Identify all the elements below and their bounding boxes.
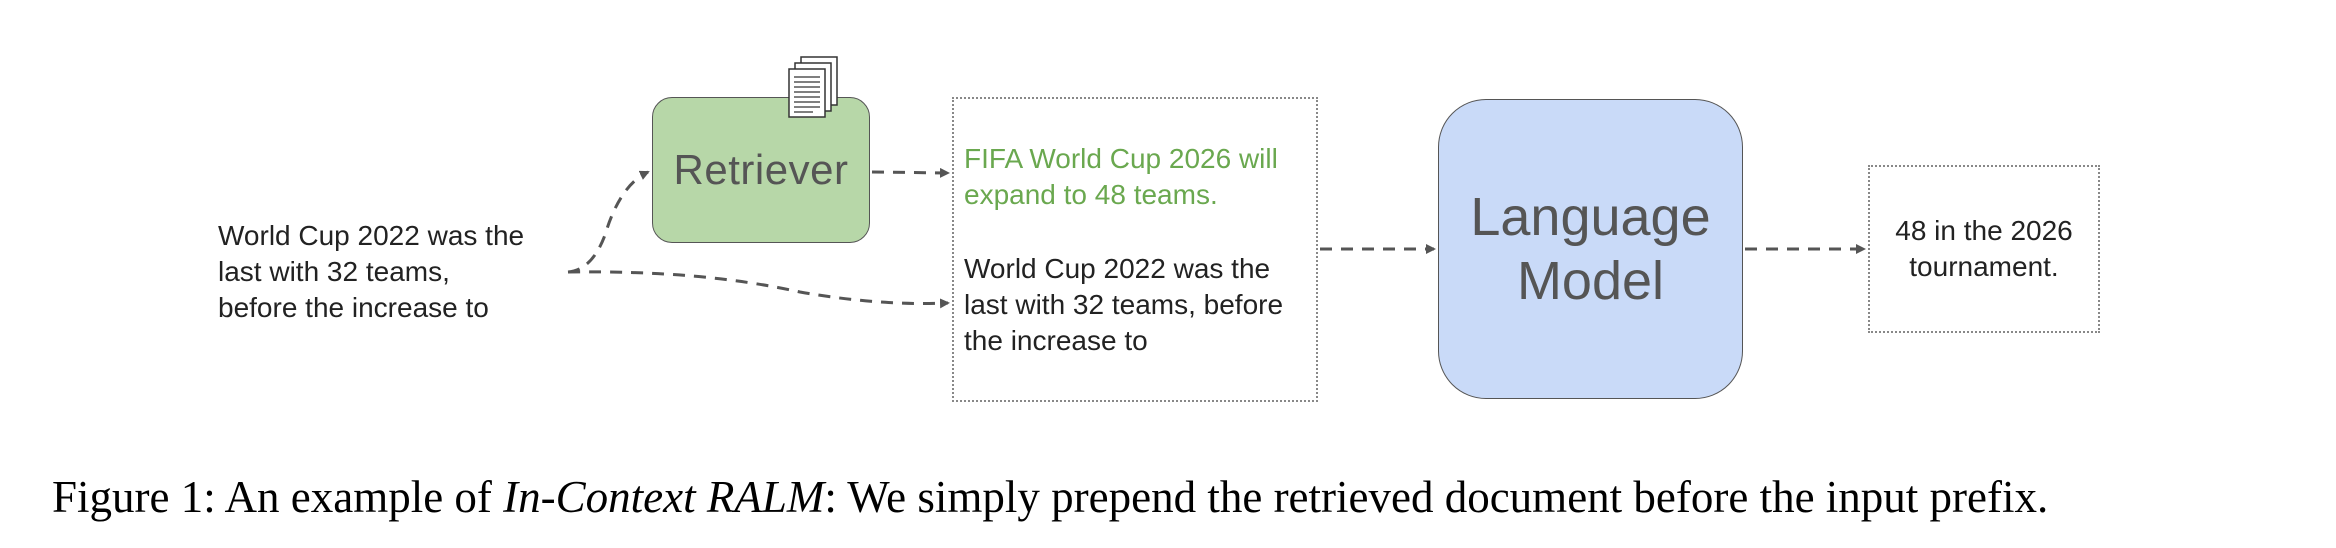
retrieved-document-text: FIFA World Cup 2026 will expand to 48 te…: [964, 143, 1278, 210]
arrow-retriever-to-context: [871, 167, 950, 178]
input-prefix-text: World Cup 2022 was the last with 32 team…: [218, 218, 578, 326]
context-box: FIFA World Cup 2026 will expand to 48 te…: [952, 97, 1318, 402]
output-line: tournament.: [1909, 251, 2059, 282]
output-line: 48 in the 2026: [1895, 215, 2073, 246]
caption-prefix: Figure 1: An example of: [52, 472, 504, 522]
input-line: World Cup 2022 was the: [218, 220, 525, 251]
arrow-input-to-retriever: [567, 170, 650, 274]
documents-stack-icon: [788, 56, 838, 118]
retriever-box: Retriever: [652, 97, 870, 243]
language-model-label-line: Language: [1470, 187, 1711, 247]
caption-emphasis: In-Context RALM: [503, 472, 825, 522]
figure-caption: Figure 1: An example of In-Context RALM:…: [52, 470, 2292, 524]
context-prefix-text: World Cup 2022 was the last with 32 team…: [964, 253, 1284, 356]
caption-suffix: : We simply prepend the retrieved docume…: [824, 472, 2049, 522]
language-model-box: Language Model: [1438, 99, 1743, 399]
arrow-input-to-context: [567, 270, 950, 309]
input-line: last with 32 teams,: [218, 256, 450, 287]
language-model-label-line: Model: [1516, 251, 1665, 311]
input-line: before the increase to: [218, 292, 489, 323]
retriever-label: Retriever: [673, 146, 849, 193]
output-box: 48 in the 2026 tournament.: [1868, 165, 2100, 333]
